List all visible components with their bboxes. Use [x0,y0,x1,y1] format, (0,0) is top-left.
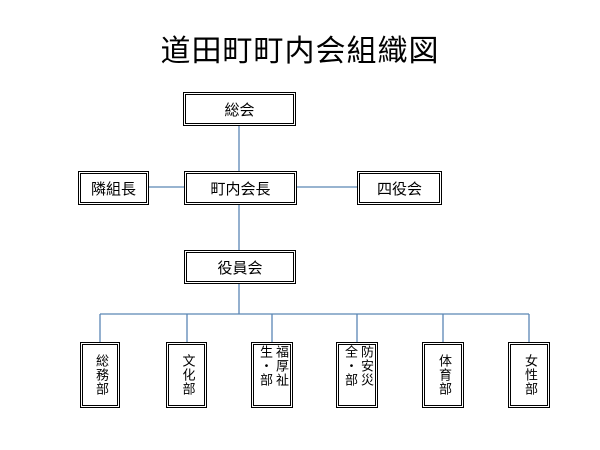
node-chairman: 町内会長 [184,171,297,205]
node-neighborhood-leader: 隣組長 [78,171,149,205]
department-label: 文化部 [179,354,195,396]
node-general-meeting-label: 総会 [224,100,255,119]
department-label: 福厚祉生・部 [257,345,288,387]
department-welfare: 福厚祉生・部 [251,342,293,408]
department-sports: 体育部 [422,342,464,408]
node-general-meeting: 総会 [183,92,296,126]
node-four-officers: 四役会 [357,171,442,205]
node-executive-board: 役員会 [184,250,296,284]
department-general-affairs: 総務部 [80,342,120,408]
department-women: 女性部 [508,342,550,408]
department-label: 防安災全・部 [342,345,373,387]
department-label: 女性部 [522,354,537,396]
node-neighborhood-leader-label: 隣組長 [90,179,136,198]
node-chairman-label: 町内会長 [210,179,271,198]
node-four-officers-label: 四役会 [376,179,422,198]
node-executive-board-label: 役員会 [217,258,263,277]
chart-title: 道田町町内会組織図 [160,34,440,69]
department-label: 総務部 [93,354,108,396]
department-label: 体育部 [436,354,451,396]
department-culture: 文化部 [166,342,207,408]
department-safety: 防安災全・部 [336,342,378,408]
